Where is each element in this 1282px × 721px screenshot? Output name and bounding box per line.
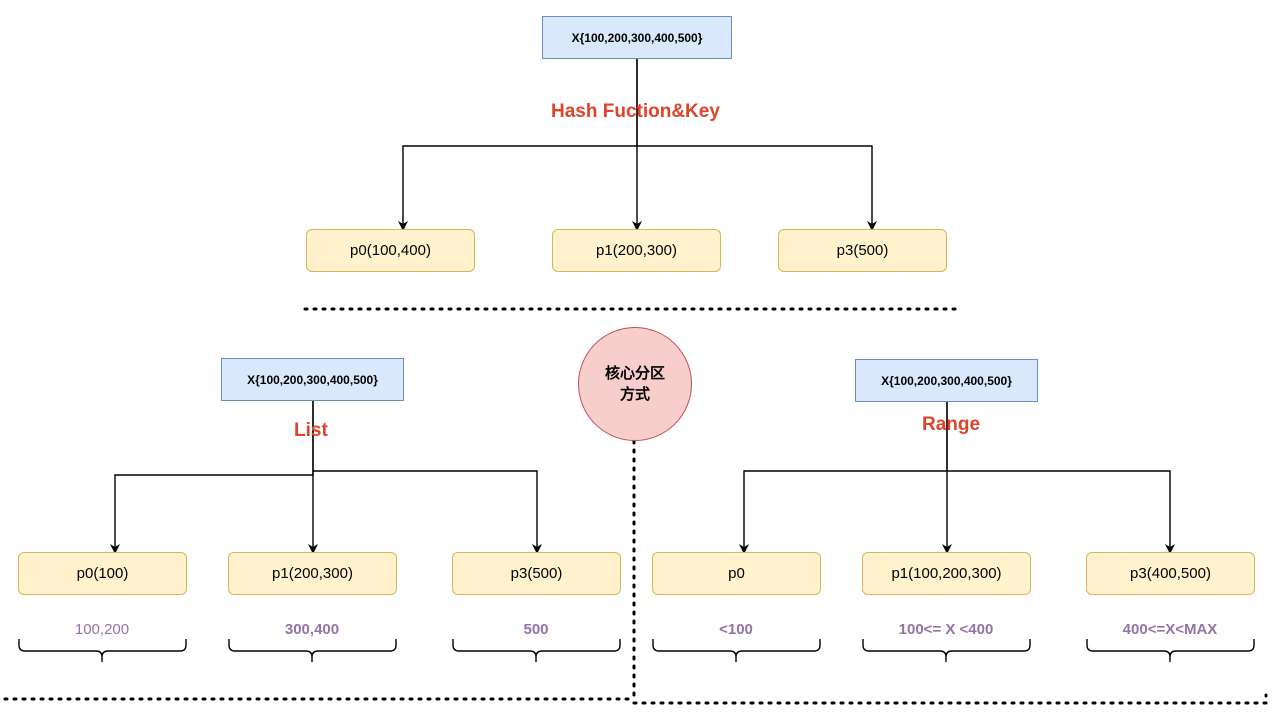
- range-source-box[interactable]: X{100,200,300,400,500}: [855, 359, 1038, 402]
- hash-source-box[interactable]: X{100,200,300,400,500}: [542, 16, 732, 59]
- list-method-label: List: [294, 420, 328, 441]
- hash-partition-p0[interactable]: p0(100,400): [306, 229, 475, 272]
- range-connector-p3: [947, 470, 1175, 554]
- hash-method-label: Hash Fuction&Key: [551, 101, 720, 122]
- core-label-line1: 核心分区: [604, 364, 665, 382]
- brace-range-p3: [1086, 639, 1255, 662]
- brace-range-p0: [652, 639, 821, 662]
- brace-list-p0: [18, 639, 187, 662]
- list-values-p3: 500: [523, 621, 549, 638]
- list-partition-p1[interactable]: p1(200,300): [228, 552, 397, 595]
- list-source-box[interactable]: X{100,200,300,400,500}: [221, 358, 404, 401]
- list-partition-p3[interactable]: p3(500): [452, 552, 621, 595]
- range-connector-p0: [739, 401, 948, 554]
- core-label-line2: 方式: [619, 385, 650, 403]
- list-values-p1: 300,400: [284, 621, 340, 638]
- list-partition-p0[interactable]: p0(100): [18, 552, 187, 595]
- core-partition-methods-circle[interactable]: 核心分区 方式: [578, 327, 692, 441]
- bottom-right-divider: [632, 693, 1268, 705]
- list-connector-p3: [313, 470, 542, 554]
- hash-partition-p3[interactable]: p3(500): [778, 229, 947, 272]
- range-partition-p1[interactable]: p1(100,200,300): [862, 552, 1031, 595]
- range-partition-p3[interactable]: p3(400,500): [1086, 552, 1255, 595]
- range-values-p0: <100: [719, 621, 753, 638]
- list-values-p0: 100,200: [74, 621, 130, 638]
- brace-range-p1: [862, 639, 1031, 662]
- list-connector-p0: [110, 400, 314, 554]
- range-values-p3: 400<=X<MAX: [1122, 621, 1218, 638]
- range-partition-p0[interactable]: p0: [652, 552, 821, 595]
- range-method-label: Range: [922, 414, 981, 435]
- range-values-p1: 100<= X <400: [898, 621, 994, 638]
- hash-partition-p1[interactable]: p1(200,300): [552, 229, 721, 272]
- brace-list-p1: [228, 639, 397, 662]
- brace-list-p3: [452, 639, 621, 662]
- hash-connector-p3: [637, 145, 877, 231]
- hash-connector-p0: [398, 59, 638, 231]
